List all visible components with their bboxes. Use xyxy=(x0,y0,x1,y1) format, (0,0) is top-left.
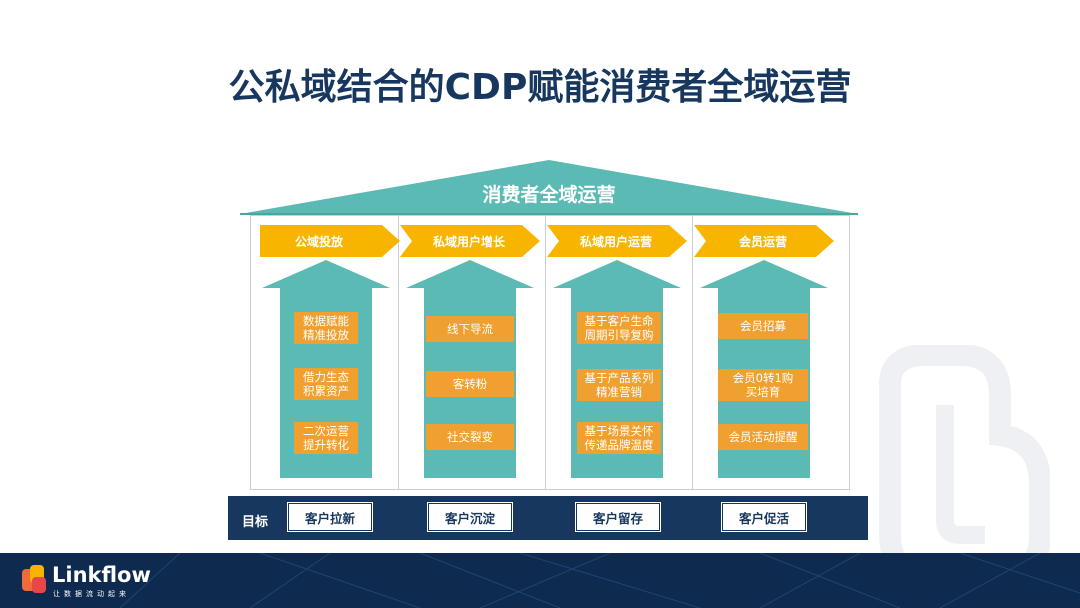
footer-decoration xyxy=(119,553,1080,608)
up-arrow-shape xyxy=(406,260,534,478)
goal-label: 目标 xyxy=(242,515,269,530)
column-header: 私域用户运营 xyxy=(579,235,652,249)
goal-item: 客户沉淀 xyxy=(427,502,513,532)
column-header: 私域用户增长 xyxy=(432,235,505,249)
chevron-header-shape xyxy=(694,225,834,257)
chevron-header-shape xyxy=(260,225,400,257)
column-divider xyxy=(692,215,693,490)
linkflow-logo-icon xyxy=(22,565,46,593)
strategy-item: 借力生态 积累资产 xyxy=(294,368,358,400)
strategy-item: 会员招募 xyxy=(718,313,808,339)
column-member-ops: 会员运营 会员招募 会员0转1购 买培育 会员活动提醒 xyxy=(694,215,846,490)
goal-item: 客户留存 xyxy=(575,502,661,532)
roof-shape xyxy=(240,160,858,215)
strategy-item: 客转粉 xyxy=(426,371,514,397)
strategy-item: 数据赋能 精准投放 xyxy=(294,312,358,344)
roof-label: 消费者全域运营 xyxy=(482,184,616,206)
footer-bar xyxy=(0,553,1080,608)
column-private-growth: 私域用户增长 线下导流 客转粉 社交裂变 xyxy=(400,215,552,490)
strategy-item: 基于产品系列 精准营销 xyxy=(577,369,661,401)
column-divider xyxy=(398,215,399,490)
brand-tagline: 让数据流动起来 xyxy=(53,590,130,598)
goal-item: 客户促活 xyxy=(721,502,807,532)
chevron-header-shape xyxy=(547,225,687,257)
strategy-item: 线下导流 xyxy=(426,316,514,342)
goal-item: 客户拉新 xyxy=(287,502,373,532)
column-header: 会员运营 xyxy=(738,235,787,249)
page-title: 公私域结合的CDP赋能消费者全域运营 xyxy=(228,67,852,108)
strategy-item: 会员0转1购 买培育 xyxy=(718,369,808,401)
strategy-item: 基于客户生命 周期引导复购 xyxy=(577,312,661,344)
column-public-ads: 公域投放 数据赋能 精准投放 借力生态 积累资产 二次运营 提升转化 xyxy=(258,215,406,490)
watermark-logo-icon xyxy=(879,345,1050,585)
strategy-item: 基于场景关怀 传递品牌温度 xyxy=(577,422,661,454)
strategy-item: 二次运营 提升转化 xyxy=(294,422,358,454)
chevron-header-shape xyxy=(400,225,540,257)
column-header: 公域投放 xyxy=(294,235,343,249)
column-divider xyxy=(545,215,546,490)
strategy-item: 社交裂变 xyxy=(426,424,514,450)
brand-name: Linkflow xyxy=(52,563,151,587)
column-private-ops: 私域用户运营 基于客户生命 周期引导复购 基于产品系列 精准营销 基于场景关怀 … xyxy=(547,215,699,490)
strategy-item: 会员活动提醒 xyxy=(718,424,808,450)
